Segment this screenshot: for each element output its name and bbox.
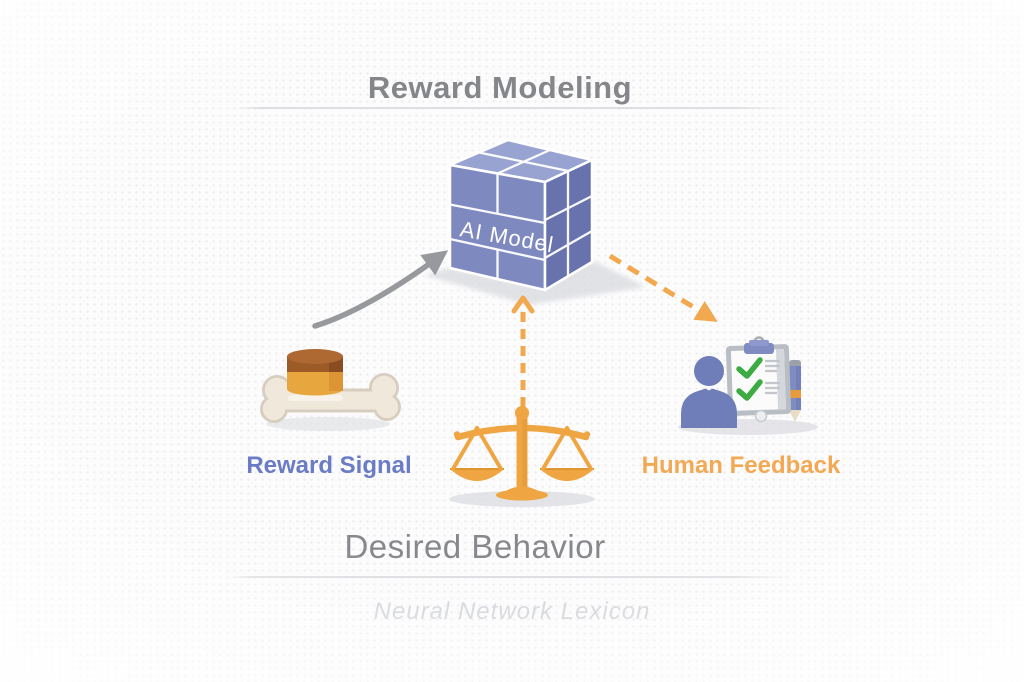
- pencil-icon: [789, 360, 801, 422]
- footer-caption: Neural Network Lexicon: [373, 598, 651, 625]
- bone-shadow: [266, 417, 390, 431]
- treat: [287, 349, 343, 396]
- bottom-divider: [230, 576, 790, 578]
- behavior-to-model-arrow: [511, 295, 535, 407]
- human-feedback-label: Human Feedback: [641, 452, 841, 479]
- reward-to-model-arrow: [312, 250, 449, 329]
- checklist-text-lines: [765, 359, 780, 395]
- desired-behavior-label: Desired Behavior: [344, 528, 606, 565]
- clipboard-icon: [725, 336, 792, 423]
- page-title: Reward Modeling: [367, 70, 633, 105]
- person-with-checklist-icon: [678, 336, 818, 435]
- checkmark-icon: [736, 379, 763, 401]
- reward-signal-label: Reward Signal: [246, 452, 412, 479]
- top-divider: [237, 107, 789, 109]
- person-silhouette: [681, 356, 737, 428]
- ai-model-cube: AI Model: [424, 138, 646, 305]
- balance-scale-icon: [449, 398, 595, 507]
- cube-grid-lines: [449, 148, 593, 279]
- dog-bone-with-treat-icon: [260, 349, 401, 431]
- checkmark-icon: [736, 357, 763, 379]
